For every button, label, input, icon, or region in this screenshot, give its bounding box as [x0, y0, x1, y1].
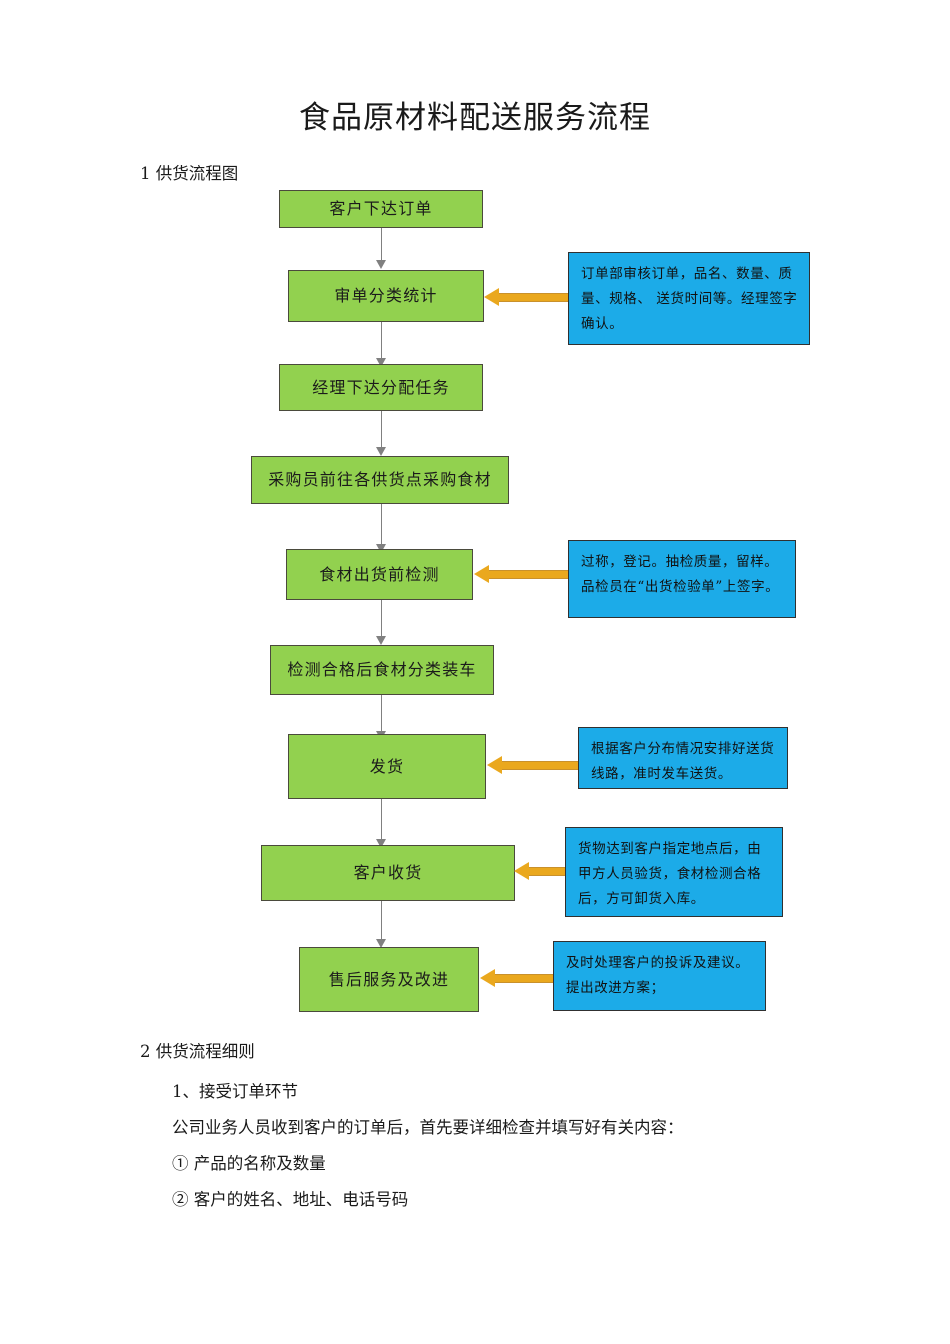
note-order-review: 订单部审核订单，品名、数量、质量、规格、 送货时间等。经理签字确认。 — [568, 252, 810, 345]
details-intro: 公司业务人员收到客户的订单后，首先要详细检查并填写好有关内容： — [172, 1118, 684, 1137]
connector-7-arrowhead — [376, 839, 386, 848]
node-customer-receive[interactable]: 客户收货 — [261, 845, 515, 901]
arrow-note-to-dispatch — [487, 756, 578, 774]
details-item-2: ② 客户的姓名、地址、电话号码 — [172, 1190, 409, 1209]
details-heading: 1、接受订单环节 — [172, 1082, 298, 1101]
arrow-note-to-pre-ship-check — [474, 565, 568, 583]
connector-4-arrowhead — [376, 544, 386, 553]
note-dispatch: 根据客户分布情况安排好送货线路，准时发车送货。 — [578, 727, 788, 789]
node-after-sales[interactable]: 售后服务及改进 — [299, 947, 479, 1012]
connector-7 — [381, 799, 382, 843]
note-pre-ship-check: 过称，登记。抽检质量，留样。 品检员在“出货检验单”上签字。 — [568, 540, 796, 618]
connector-8-arrowhead — [376, 939, 386, 948]
details-item-1: ① 产品的名称及数量 — [172, 1154, 326, 1173]
node-pre-ship-check[interactable]: 食材出货前检测 — [286, 549, 473, 600]
connector-6 — [381, 695, 382, 735]
node-order-review[interactable]: 审单分类统计 — [288, 270, 484, 322]
arrow-note-to-after-sales — [480, 969, 553, 987]
node-manager-assign[interactable]: 经理下达分配任务 — [279, 364, 483, 411]
section-label-details: 2 供货流程细则 — [140, 1042, 255, 1061]
node-order-placed[interactable]: 客户下达订单 — [279, 190, 483, 228]
note-after-sales: 及时处理客户的投诉及建议。提出改进方案； — [553, 941, 766, 1011]
connector-3 — [381, 411, 382, 451]
connector-3-arrowhead — [376, 447, 386, 456]
arrow-note-to-order-review — [484, 288, 568, 306]
page-title: 食品原材料配送服务流程 — [299, 100, 651, 136]
section-label-flowchart: 1 供货流程图 — [140, 164, 239, 183]
connector-8 — [381, 901, 382, 943]
connector-5 — [381, 600, 382, 640]
arrow-note-to-customer-receive — [514, 862, 565, 880]
node-dispatch[interactable]: 发货 — [288, 734, 486, 799]
connector-4 — [381, 504, 382, 548]
connector-2-arrowhead — [376, 358, 386, 367]
node-purchase[interactable]: 采购员前往各供货点采购食材 — [251, 456, 509, 504]
connector-1 — [381, 228, 382, 264]
connector-2 — [381, 322, 382, 362]
note-customer-receive: 货物达到客户指定地点后，由甲方人员验货，食材检测合格后，方可卸货入库。 — [565, 827, 783, 917]
connector-5-arrowhead — [376, 636, 386, 645]
node-sort-load[interactable]: 检测合格后食材分类装车 — [270, 645, 494, 695]
connector-1-arrowhead — [376, 260, 386, 269]
